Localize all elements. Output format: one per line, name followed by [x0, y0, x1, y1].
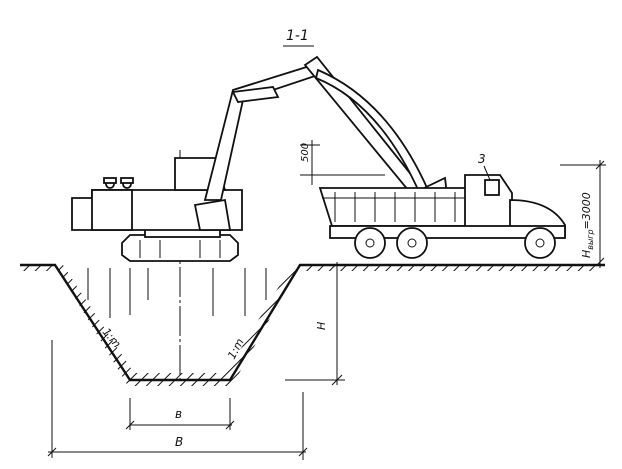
excavator [71, 55, 447, 262]
top-width-label: В [175, 435, 183, 449]
svg-text:1-1: 1-1 [286, 28, 309, 44]
clearance-label: 500 [300, 143, 311, 162]
width-dimensions [47, 340, 308, 460]
section-title: 1-1 [283, 28, 314, 47]
ground-line [20, 263, 605, 386]
clearance-dimension [300, 140, 385, 185]
pit-ticks [87, 150, 267, 380]
dump-truck [318, 165, 566, 259]
depth-dimension [285, 262, 345, 386]
depth-label: H [315, 322, 328, 330]
bottom-width-label: в [175, 407, 182, 421]
unload-height-label: Hвыгр=3000 [580, 192, 595, 258]
truck-marker-label: 3 [478, 152, 486, 166]
unload-height-dimension [560, 160, 606, 268]
